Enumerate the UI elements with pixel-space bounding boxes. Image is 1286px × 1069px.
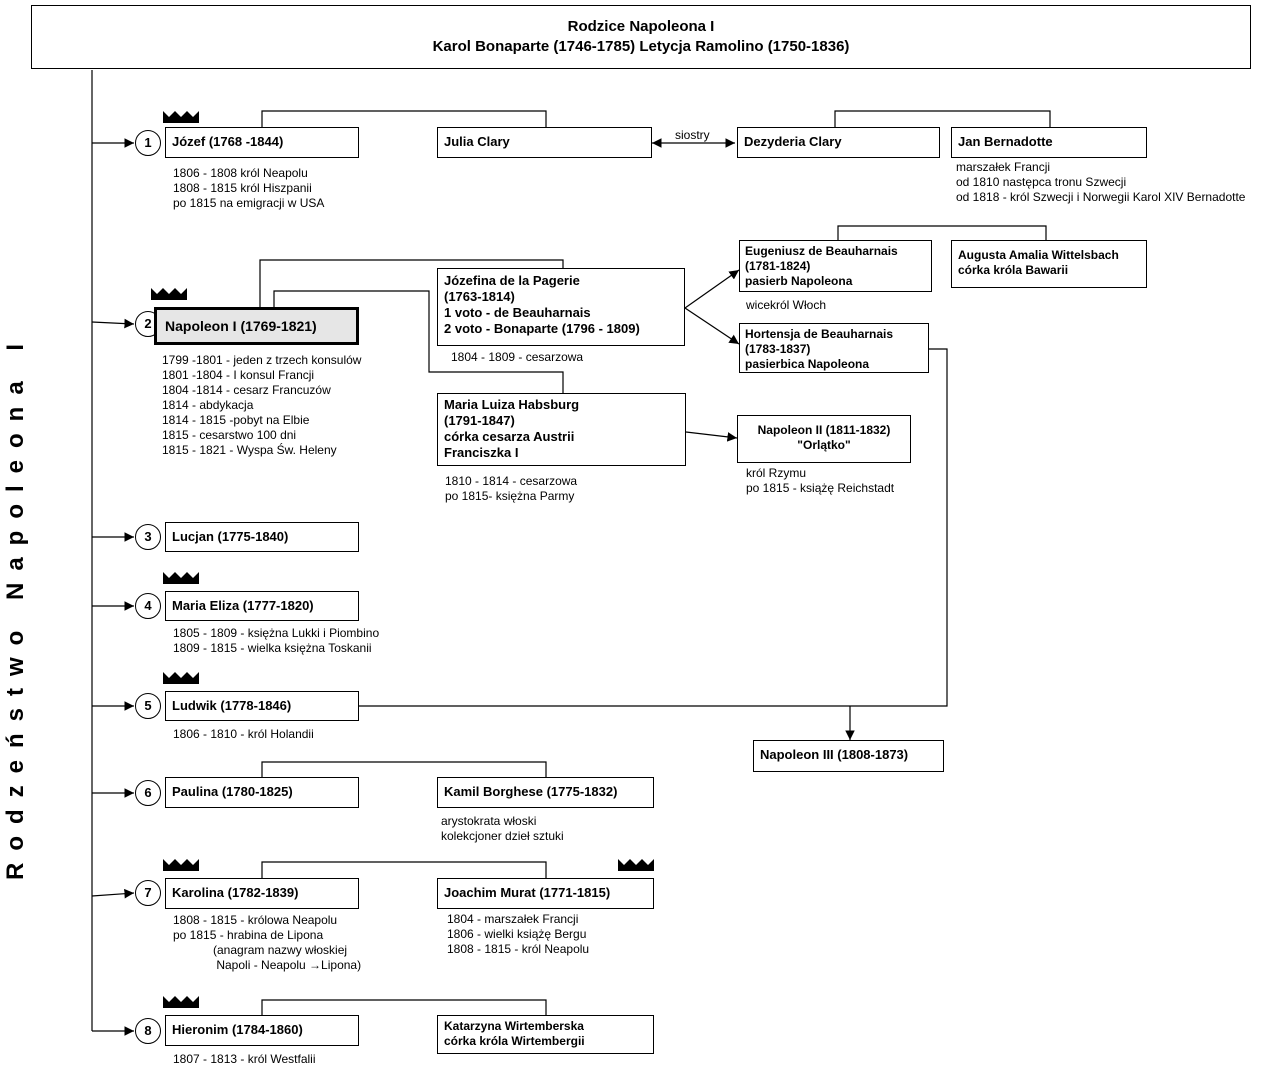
notes-kamil-borghese: arystokrata włoski kolekcjoner dzieł szt…	[441, 814, 564, 843]
notes-eugeniusz: wicekról Włoch	[746, 298, 827, 312]
sibling-notes-maria-eliza: 1805 - 1809 - księżna Lukki i Piombino 1…	[173, 626, 380, 655]
box-jan-bernadotte: Jan Bernadotte	[951, 127, 1147, 158]
crown-icon	[163, 111, 199, 123]
crown-icon	[163, 859, 199, 871]
box-eugeniusz: Eugeniusz de Beauharnais (1781-1824) pas…	[739, 240, 932, 292]
sibling-number: 6	[135, 780, 161, 806]
sibling-box-lucjan: Lucjan (1775-1840)	[165, 522, 359, 552]
sibling-number: 4	[135, 593, 161, 619]
box-dezyderia-clary: Dezyderia Clary	[737, 127, 940, 158]
crown-icon	[151, 288, 187, 300]
sibling-number: 3	[135, 524, 161, 550]
box-augusta: Augusta Amalia Wittelsbach córka króla B…	[951, 240, 1147, 288]
crown-icon	[618, 859, 654, 871]
sibling-notes-hieronim: 1807 - 1813 - król Westfalii	[173, 1052, 316, 1066]
box-maria-luiza: Maria Luiza Habsburg (1791-1847) córka c…	[437, 393, 686, 466]
notes-joachim-murat: 1804 - marszałek Francji 1806 - wielki k…	[447, 912, 590, 956]
sibling-number: 8	[135, 1018, 161, 1044]
sibling-number: 5	[135, 693, 161, 719]
sisters-label: siostry	[675, 128, 710, 142]
box-jozefina: Józefina de la Pagerie (1763-1814) 1 vot…	[437, 268, 685, 346]
sibling-notes-ludwik: 1806 - 1810 - król Holandii	[173, 727, 314, 741]
box-julia-clary: Julia Clary	[437, 127, 652, 158]
box-katarzyna-wirtemberska: Katarzyna Wirtemberska córka króla Wirte…	[437, 1015, 654, 1054]
header-line2: Karol Bonaparte (1746-1785) Letycja Ramo…	[432, 38, 850, 55]
sibling-box-napoleon: Napoleon I (1769-1821)	[154, 307, 359, 345]
sibling-notes-jozef: 1806 - 1808 król Neapolu 1808 - 1815 kró…	[173, 166, 325, 210]
box-hortensja: Hortensja de Beauharnais (1783-1837) pas…	[739, 323, 929, 373]
sibling-box-maria-eliza: Maria Eliza (1777-1820)	[165, 591, 359, 621]
box-joachim-murat: Joachim Murat (1771-1815)	[437, 878, 654, 909]
box-napoleon-ii: Napoleon II (1811-1832) "Orlątko"	[737, 415, 911, 463]
crown-icon	[163, 572, 199, 584]
sibling-box-ludwik: Ludwik (1778-1846)	[165, 691, 359, 721]
sibling-box-hieronim: Hieronim (1784-1860)	[165, 1015, 359, 1046]
parents-header: Rodzice Napoleona I Karol Bonaparte (174…	[31, 5, 1251, 69]
notes-maria-luiza: 1810 - 1814 - cesarzowa po 1815- księżna…	[445, 474, 578, 503]
header-line1: Rodzice Napoleona I	[567, 18, 715, 35]
sibling-box-jozef: Józef (1768 -1844)	[165, 127, 359, 158]
notes-napoleon-ii: król Rzymu po 1815 - książę Reichstadt	[746, 466, 895, 495]
sibling-notes-karolina: 1808 - 1815 - królowa Neapolu po 1815 - …	[173, 913, 362, 972]
crown-icon	[163, 672, 199, 684]
sibling-box-karolina: Karolina (1782-1839)	[165, 878, 359, 909]
notes-jan-bernadotte: marszałek Francji od 1810 następca tronu…	[956, 160, 1246, 204]
notes-jozefina: 1804 - 1809 - cesarzowa	[451, 350, 584, 364]
sibling-number: 7	[135, 880, 161, 906]
box-kamil-borghese: Kamil Borghese (1775-1832)	[437, 777, 654, 808]
side-label: Rodzeństwo Napoleona I	[2, 331, 29, 880]
sibling-notes-napoleon: 1799 -1801 - jeden z trzech konsulów 180…	[162, 353, 362, 457]
crown-icon	[163, 996, 199, 1008]
sibling-number: 1	[135, 130, 161, 156]
sibling-box-paulina: Paulina (1780-1825)	[165, 777, 359, 808]
box-napoleon-iii: Napoleon III (1808-1873)	[753, 740, 944, 772]
